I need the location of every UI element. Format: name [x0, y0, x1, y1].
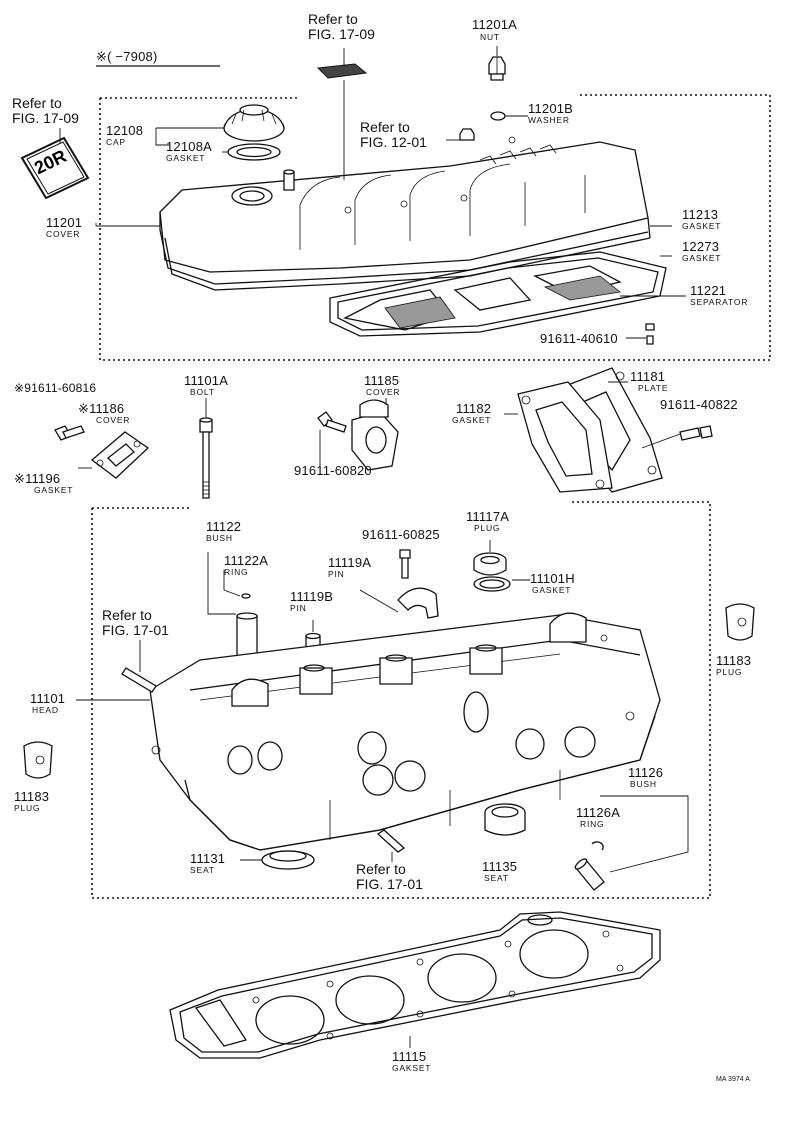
- part-11201b-number[interactable]: 11201B: [528, 101, 574, 116]
- part-12108a-number[interactable]: 12108A: [166, 139, 213, 154]
- part-11201a-name: NUT: [480, 32, 500, 42]
- cover-11186-shape: [90, 431, 150, 479]
- bolt-60816-shape: [54, 425, 85, 441]
- part-11119a-name: PIN: [328, 569, 345, 579]
- head-gasket-shape: [169, 911, 661, 1059]
- part-11131-number[interactable]: 11131: [190, 851, 226, 866]
- cover-11185-shape: [317, 399, 399, 471]
- part-12108a-name: GASKET: [166, 153, 206, 163]
- part-11122a-name: RING: [224, 567, 249, 577]
- plug-11117a-shape: [473, 552, 511, 592]
- bush-11122-shape: [236, 612, 258, 657]
- part-11213-name: GASKET: [682, 221, 722, 231]
- part-11101-name: HEAD: [32, 705, 59, 715]
- part-12273-number[interactable]: 12273: [682, 239, 720, 254]
- part-11131-name: SEAT: [190, 865, 215, 875]
- part-11181-name: PLATE: [638, 383, 669, 393]
- oil-cap-shape: [223, 104, 285, 161]
- bush-11126-shape: [574, 858, 605, 891]
- part-91611-40610-number[interactable]: 91611-40610: [540, 331, 618, 346]
- part-11122-name: BUSH: [206, 533, 233, 543]
- bolt-11101a-shape: [199, 417, 213, 499]
- part-11201a-number[interactable]: 11201A: [472, 17, 518, 32]
- part-11126-number[interactable]: 11126: [628, 765, 664, 780]
- lower-group-box: [91, 501, 711, 899]
- part-11185-number[interactable]: 11185: [364, 373, 400, 388]
- part-91611-40822-number[interactable]: 91611-40822: [660, 397, 738, 412]
- part-11186-number[interactable]: ※11186: [78, 401, 125, 416]
- part-11182-name: GASKET: [452, 415, 492, 425]
- part-11186-name: COVER: [96, 415, 131, 425]
- part-11213-number[interactable]: 11213: [682, 207, 719, 222]
- part-12273-name: GASKET: [682, 253, 722, 263]
- part-11196-number[interactable]: ※11196: [14, 471, 61, 486]
- part-11126-name: BUSH: [630, 779, 657, 789]
- variant-note: ※( −7908): [96, 49, 158, 64]
- part-11117a-number[interactable]: 11117A: [466, 509, 510, 524]
- part-11183-right-number[interactable]: 11183: [716, 653, 752, 668]
- cylinder-head-shape: [149, 612, 661, 851]
- part-91611-60820-number[interactable]: 91611-60820: [294, 463, 372, 478]
- gasket-plate-shape: [517, 367, 663, 493]
- part-11119a-number[interactable]: 11119A: [328, 555, 372, 570]
- part-11115-number[interactable]: 11115: [392, 1049, 427, 1064]
- variant-note-underline: [96, 65, 220, 67]
- part-11182-number[interactable]: 11182: [456, 401, 492, 416]
- part-11221-number[interactable]: 11221: [690, 283, 727, 298]
- part-11101h-name: GASKET: [532, 585, 572, 595]
- part-11101a-number[interactable]: 11101A: [184, 373, 229, 388]
- part-12108-name: CAP: [106, 137, 126, 147]
- part-11126a-name: RING: [580, 819, 605, 829]
- nut-11201a-shape: [488, 56, 506, 81]
- part-11126a-number[interactable]: 11126A: [576, 805, 621, 820]
- seat-11135-shape: [484, 803, 526, 836]
- part-91611-60825-number[interactable]: 91611-60825: [362, 527, 440, 542]
- part-11101h-number[interactable]: 11101H: [530, 571, 575, 586]
- part-11185-name: COVER: [366, 387, 401, 397]
- part-11119b-name: PIN: [290, 603, 307, 613]
- part-11201-name: COVER: [46, 229, 81, 239]
- part-11201b-name: WASHER: [528, 115, 570, 125]
- part-91611-60816-number[interactable]: ※91611-60816: [14, 381, 97, 395]
- part-11196-name: GASKET: [34, 485, 74, 495]
- part-11122a-number[interactable]: 11122A: [224, 553, 269, 568]
- part-11101a-name: BOLT: [190, 387, 215, 397]
- footer-code: MA 3974 A: [716, 1076, 750, 1083]
- plug-11183-right-shape: [725, 603, 755, 641]
- part-11201-number[interactable]: 11201: [46, 215, 83, 230]
- plug-11183-left-shape: [23, 741, 53, 779]
- part-11181-number[interactable]: 11181: [630, 369, 666, 384]
- part-11119b-number[interactable]: 11119B: [290, 589, 334, 604]
- valve-cover-shape: [159, 136, 651, 291]
- part-11117a-name: PLUG: [474, 523, 501, 533]
- 20r-badge-shape: [20, 136, 90, 200]
- part-11183-right-name: PLUG: [716, 667, 743, 677]
- upper-group-box: [99, 94, 771, 361]
- emblem-patch-shape: [316, 63, 368, 79]
- part-11115-name: GAKSET: [392, 1063, 432, 1073]
- part-11135-number[interactable]: 11135: [482, 859, 518, 874]
- part-11183-left-name: PLUG: [14, 803, 41, 813]
- part-11183-left-number[interactable]: 11183: [14, 789, 50, 804]
- part-11221-name: SEPARATOR: [690, 297, 749, 307]
- part-11122-number[interactable]: 11122: [206, 519, 242, 534]
- part-11101-number[interactable]: 11101: [30, 691, 66, 706]
- part-11135-name: SEAT: [484, 873, 509, 883]
- part-12108-number[interactable]: 12108: [106, 123, 144, 138]
